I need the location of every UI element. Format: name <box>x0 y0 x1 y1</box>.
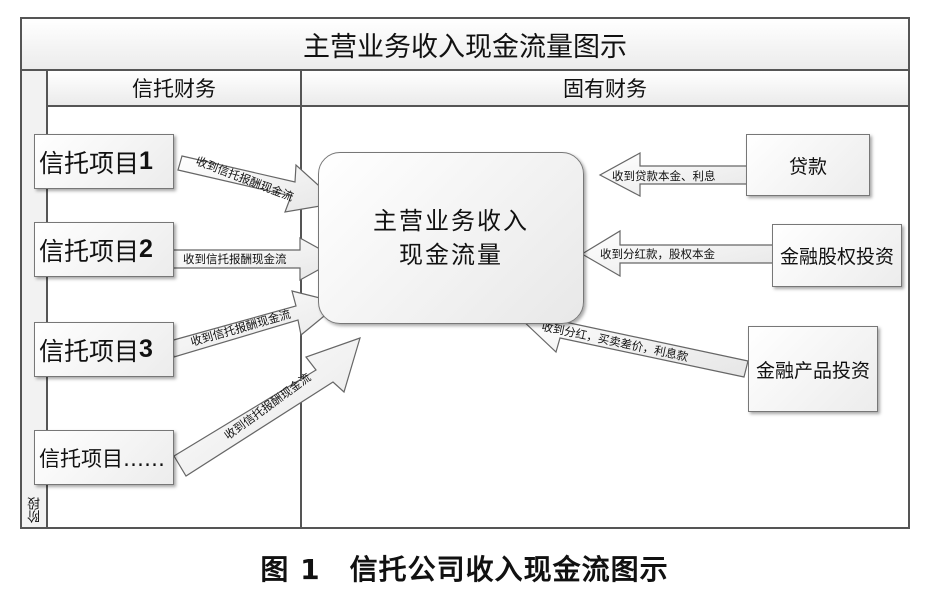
arrow-project-3: 收到信托报酬现金流 <box>169 290 342 358</box>
trust-project-more: 信托项目…… <box>34 430 174 485</box>
diagram-title: 主营业务收入现金流量图示 <box>22 19 908 71</box>
trust-project-3-num: 3 <box>139 335 153 363</box>
arrow-label-equity: 收到分红款，股权本金 <box>600 247 715 261</box>
arrow-project-4: 收到信托报酬现金流 <box>173 337 361 477</box>
source-product-investment: 金融产品投资 <box>748 326 878 412</box>
arrow-label-project-2: 收到信托报酬现金流 <box>183 252 287 266</box>
trust-project-2-label: 信托项目 <box>39 236 140 266</box>
trust-project-1-label: 信托项目 <box>39 148 140 178</box>
figure-caption: 图 1 信托公司收入现金流图示 <box>260 553 669 586</box>
arrow-label-project-3: 收到信托报酬现金流 <box>189 307 293 349</box>
arrow-project-1: 收到信托报酬现金流 <box>177 154 340 213</box>
trust-project-more-label: 信托项目…… <box>39 446 165 471</box>
lane-header-own-finance: 固有财务 <box>302 71 908 107</box>
arrow-loan: 收到贷款本金、利息 <box>598 151 761 197</box>
arrow-project-2: 收到信托报酬现金流 <box>172 236 340 282</box>
source-loan: 贷款 <box>746 134 870 196</box>
trust-project-3-label: 信托项目 <box>39 336 140 366</box>
lane-header-trust-finance: 信托财务 <box>48 71 302 107</box>
trust-project-1-num: 1 <box>139 147 153 175</box>
trust-project-2-num: 2 <box>139 235 153 263</box>
main-revenue-cashflow-box: 主营业务收入 现金流量 <box>318 152 584 324</box>
center-line-2: 现金流量 <box>399 241 503 269</box>
arrow-equity: 收到分红款，股权本金 <box>580 229 775 278</box>
center-line-1: 主营业务收入 <box>373 207 529 235</box>
arrow-label-loan: 收到贷款本金、利息 <box>612 169 716 183</box>
arrow-label-product: 收到分红，买卖差价，利息款 <box>540 319 690 364</box>
arrow-label-project-4: 收到信托报酬现金流 <box>222 370 314 442</box>
source-equity-investment: 金融股权投资 <box>772 224 902 287</box>
